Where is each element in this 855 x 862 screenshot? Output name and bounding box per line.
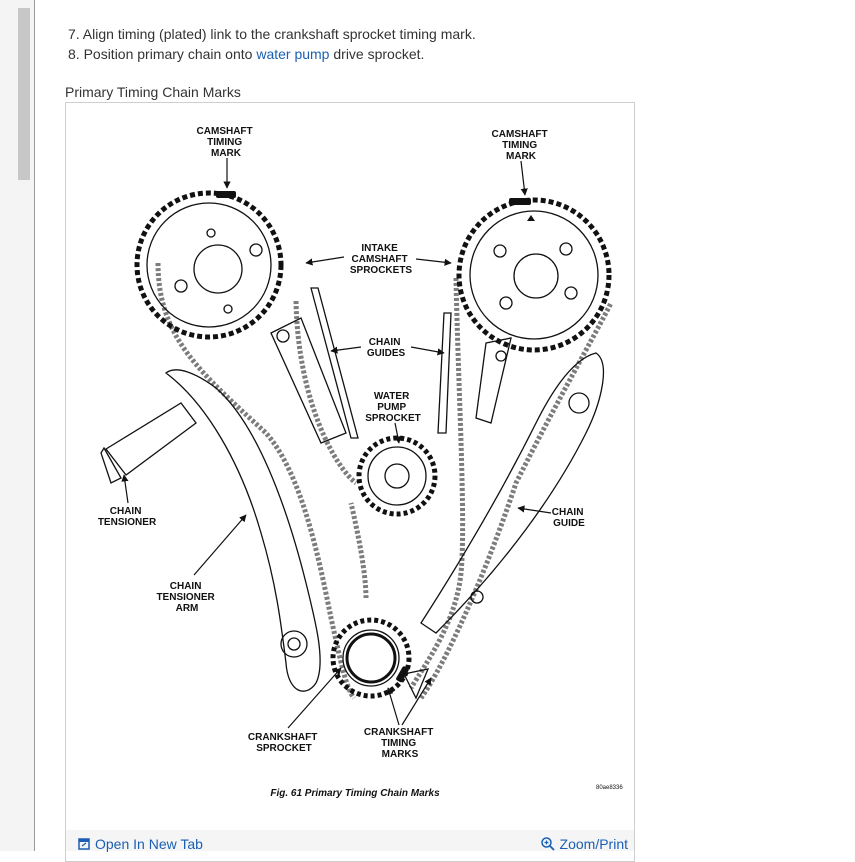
figure-caption: Primary Timing Chain Marks: [65, 84, 241, 100]
label-chain-guides: CHAIN GUIDES: [367, 337, 406, 359]
open-in-new-tab-link[interactable]: Open In New Tab: [78, 836, 203, 852]
figure-title: Fig. 61 Primary Timing Chain Marks: [270, 788, 440, 799]
timing-chain-diagram: CAMSHAFT TIMING MARK CAMSHAFT TIMING MAR…: [98, 126, 624, 799]
label-chain-guide: CHAIN GUIDE: [552, 507, 586, 529]
left-sidebar: [0, 0, 35, 851]
label-chain-tensioner: CHAIN TENSIONER: [98, 506, 157, 528]
label-crankshaft-sprocket: CRANKSHAFT SPROCKET: [248, 732, 320, 754]
figure-footer: Open In New Tab Zoom/Print: [66, 830, 634, 852]
step-7: 7. Align timing (plated) link to the cra…: [68, 26, 476, 42]
label-chain-tensioner-arm: CHAIN TENSIONER ARM: [156, 581, 217, 614]
label-crankshaft-timing-marks: CRANKSHAFT TIMING MARKS: [364, 727, 436, 760]
figure-frame: CAMSHAFT TIMING MARK CAMSHAFT TIMING MAR…: [65, 102, 635, 862]
open-in-new-tab-icon: [78, 838, 90, 850]
zoom-print-link[interactable]: Zoom/Print: [540, 836, 628, 852]
figure-code: 80ae8336: [596, 785, 623, 791]
label-intake-camshaft-sprockets: INTAKE CAMSHAFT SPROCKETS: [350, 243, 413, 276]
scrollbar-thumb[interactable]: [18, 8, 30, 180]
step-8: 8. Position primary chain onto water pum…: [68, 46, 425, 62]
instruction-steps: 7. Align timing (plated) link to the cra…: [68, 24, 476, 64]
zoom-in-icon: [540, 837, 555, 851]
primary-chain: [155, 262, 614, 700]
water-pump-link[interactable]: water pump: [256, 46, 330, 62]
label-camshaft-timing-mark-left: CAMSHAFT TIMING MARK: [197, 126, 256, 159]
label-camshaft-timing-mark-right: CAMSHAFT TIMING MARK: [492, 129, 551, 162]
label-water-pump-sprocket: WATER PUMP SPROCKET: [365, 391, 421, 424]
